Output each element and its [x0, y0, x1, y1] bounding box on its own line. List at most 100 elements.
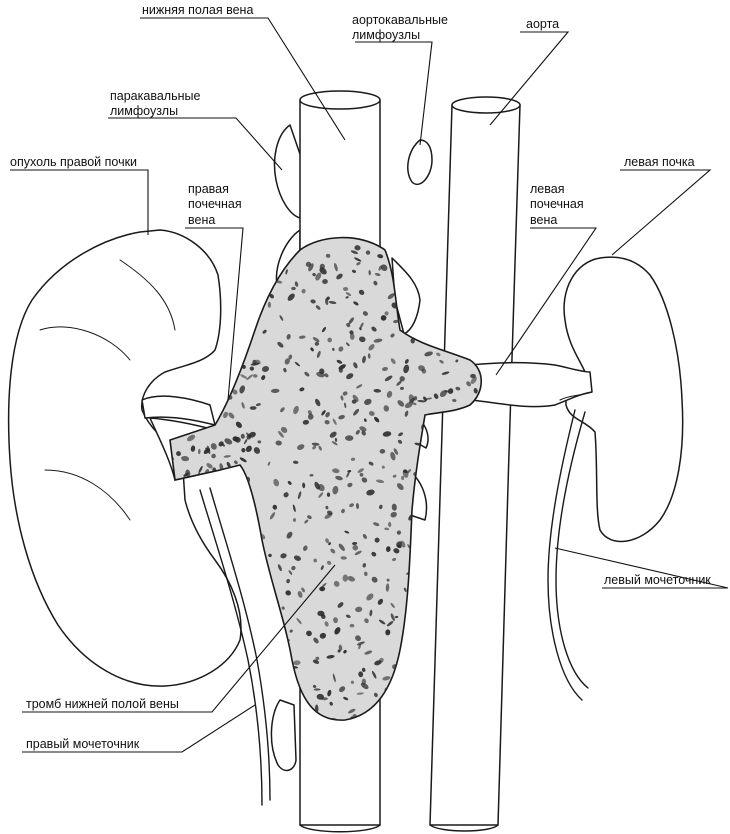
thrombus-speckle	[234, 521, 240, 524]
thrombus-speckle	[423, 588, 432, 595]
thrombus-speckle	[260, 625, 267, 633]
thrombus-speckle	[428, 296, 432, 300]
thrombus-speckle	[237, 717, 243, 723]
thrombus-speckle	[279, 651, 284, 657]
thrombus-speckle	[431, 533, 437, 542]
thrombus-speckle	[216, 254, 220, 258]
thrombus-speckle	[197, 519, 203, 524]
thrombus-speckle	[402, 643, 406, 647]
thrombus-speckle	[419, 538, 429, 547]
thrombus-speckle	[226, 367, 233, 376]
thrombus-speckle	[239, 517, 246, 526]
thrombus-speckle	[419, 663, 421, 667]
thrombus-speckle	[413, 541, 420, 548]
thrombus-speckle	[387, 687, 393, 693]
thrombus-speckle	[247, 301, 252, 307]
thrombus-speckle	[245, 310, 249, 315]
thrombus-speckle	[439, 242, 445, 248]
thrombus-speckle	[214, 390, 217, 396]
thrombus-speckle	[207, 231, 215, 240]
thrombus-speckle	[420, 577, 426, 583]
thrombus-speckle	[200, 235, 206, 241]
thrombus-speckle	[237, 317, 246, 322]
thrombus-speckle	[415, 324, 422, 331]
thrombus-speckle	[268, 255, 273, 263]
thrombus-speckle	[231, 319, 237, 324]
thrombus-speckle	[225, 230, 230, 233]
thrombus-speckle	[432, 323, 438, 329]
label-right-renal-vein-2: почечная	[188, 197, 242, 211]
thrombus-speckle	[239, 507, 245, 513]
thrombus-speckle	[226, 695, 231, 704]
label-ivc: нижняя полая вена	[142, 3, 253, 17]
thrombus-speckle	[411, 255, 416, 261]
thrombus-speckle	[245, 289, 255, 299]
thrombus-speckle	[194, 708, 201, 715]
thrombus-speckle	[428, 503, 431, 512]
thrombus-speckle	[428, 536, 435, 542]
thrombus-speckle	[362, 679, 366, 685]
thrombus-speckle	[167, 382, 174, 390]
thrombus-speckle	[203, 517, 212, 521]
thrombus-speckle	[194, 681, 198, 685]
thrombus-speckle	[265, 606, 271, 611]
thrombus-speckle	[418, 326, 423, 335]
thrombus-speckle	[228, 508, 236, 516]
thrombus-speckle	[431, 431, 439, 438]
thrombus-speckle	[390, 236, 396, 244]
thrombus-speckle	[211, 695, 219, 703]
thrombus-speckle	[394, 716, 400, 721]
thrombus-speckle	[179, 684, 185, 692]
thrombus-speckle	[238, 505, 247, 511]
thrombus-speckle	[186, 491, 194, 500]
thrombus-speckle	[211, 373, 219, 381]
thrombus-speckle	[254, 229, 259, 233]
thrombus-speckle	[249, 276, 253, 281]
thrombus-speckle	[253, 615, 260, 622]
label-right-kidney-tumor: опухоль правой почки	[10, 155, 137, 169]
thrombus-speckle	[236, 510, 244, 519]
label-left-renal-vein-3: вена	[530, 213, 557, 227]
thrombus-speckle	[278, 662, 286, 669]
label-left-renal-vein-1: левая	[530, 182, 564, 196]
thrombus-speckle	[243, 574, 248, 579]
label-right-renal-vein-3: вена	[188, 213, 215, 227]
thrombus-speckle	[237, 244, 243, 253]
thrombus-speckle	[267, 577, 271, 584]
thrombus-speckle	[194, 232, 200, 238]
thrombus-speckle	[204, 390, 209, 395]
thrombus-speckle	[223, 320, 231, 328]
thrombus-speckle	[205, 381, 211, 387]
thrombus-speckle	[407, 614, 414, 620]
thrombus-speckle	[196, 702, 205, 711]
thrombus-speckle	[240, 526, 248, 535]
thrombus-speckle	[226, 508, 234, 516]
thrombus-speckle	[234, 530, 240, 536]
thrombus-speckle	[199, 237, 208, 243]
label-paracaval-nodes-2: лимфоузлы	[110, 104, 178, 118]
thrombus-speckle	[272, 228, 279, 236]
thrombus-speckle	[236, 340, 240, 346]
thrombus-speckle	[246, 329, 253, 336]
thrombus-speckle	[435, 464, 439, 469]
thrombus-speckle	[202, 685, 209, 692]
thrombus-speckle	[175, 384, 181, 388]
thrombus-speckle	[237, 671, 241, 676]
thrombus-speckle	[250, 235, 258, 244]
thrombus-speckle	[215, 393, 225, 402]
thrombus-speckle	[229, 673, 235, 678]
thrombus-speckle	[189, 382, 194, 389]
thrombus-speckle	[199, 522, 202, 526]
thrombus-speckle	[256, 287, 265, 290]
thrombus-speckle	[220, 675, 229, 682]
left-kidney	[564, 257, 683, 541]
thrombus-speckle	[428, 466, 432, 472]
thrombus-speckle	[233, 365, 237, 372]
thrombus-speckle	[254, 258, 258, 262]
thrombus-speckle	[219, 274, 226, 281]
thrombus-speckle	[343, 287, 348, 291]
thrombus-speckle	[231, 248, 234, 254]
thrombus-speckle	[238, 308, 242, 312]
